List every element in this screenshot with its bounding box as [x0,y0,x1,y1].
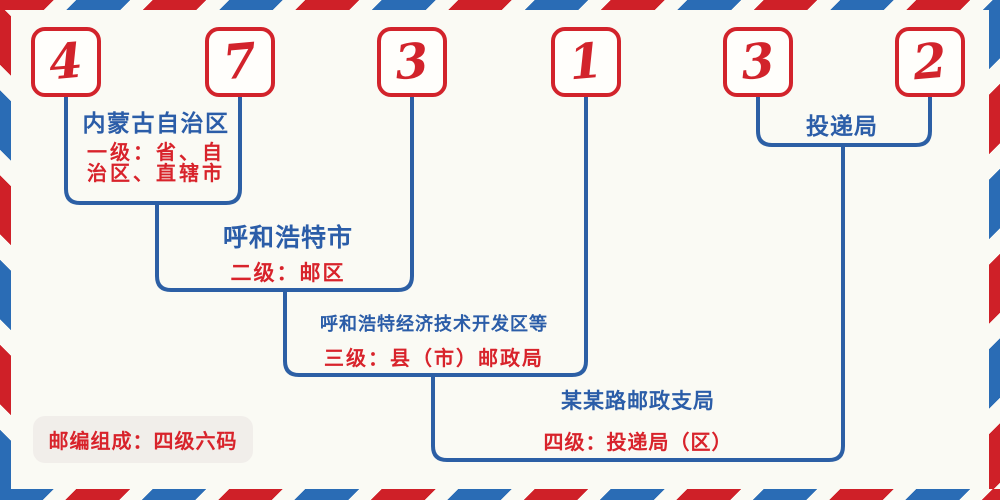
digit-5: 3 [738,32,778,92]
airmail-border-left [0,10,11,489]
level4-desc: 四级：投递局（区） [543,430,733,454]
level4-label: 某某路邮政支局 四级：投递局（区） [544,390,733,455]
digit-box-3: 3 [377,27,447,97]
level1-desc-line2: 治区、直辖市 [87,161,225,185]
airmail-border-top [0,0,1000,10]
level4-bracket [431,145,845,462]
digit-3: 3 [392,32,432,92]
digit-box-1: 4 [31,27,101,97]
postal-code-composition-text: 邮编组成：四级六码 [48,429,238,453]
delivery-office-label: 投递局 [806,114,878,140]
digit-2: 7 [220,32,260,92]
digit-box-5: 3 [723,27,793,97]
level3-bracket [283,97,588,377]
digit-box-6: 2 [895,27,965,97]
airmail-border-bottom [0,489,1000,500]
level1-desc-line1: 一级：省、自 [87,140,225,164]
digit-6: 2 [910,32,950,92]
digit-box-4: 1 [551,27,621,97]
digit-box-2: 7 [205,27,275,97]
airmail-border-right [989,10,1000,489]
level1-region-name: 内蒙古自治区 [82,111,230,137]
level3-region-name: 呼和浩特经济技术开发区等 [320,314,548,335]
postal-code-composition-badge: 邮编组成：四级六码 [33,416,253,463]
level1-label: 内蒙古自治区 一级：省、自 治区、直辖市 [83,111,230,184]
level2-region-name: 呼和浩特市 [222,223,354,252]
level1-bracket [64,97,242,205]
level2-label: 呼和浩特市 二级：邮区 [223,224,353,287]
digit-4: 1 [566,32,606,92]
level2-desc: 二级：邮区 [230,261,346,285]
digit-1: 4 [46,32,86,92]
level3-label: 呼和浩特经济技术开发区等 三级：县（市）邮政局 [320,315,548,371]
level3-desc: 三级：县（市）邮政局 [324,346,544,370]
delivery-bracket [756,97,932,147]
level4-region-name: 某某路邮政支局 [561,389,715,413]
